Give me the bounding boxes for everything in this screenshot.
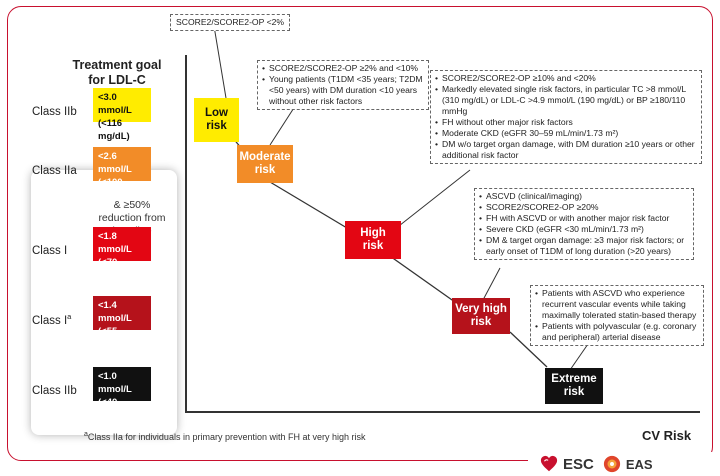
diagonal-moderate-high xyxy=(269,181,353,232)
goal-box-5: <1.0 mmol/L (<40 mg/dL) xyxy=(93,367,151,421)
criteria-item: Markedly elevated single risk factors, i… xyxy=(435,84,697,117)
criteria-high: SCORE2/SCORE2-OP ≥10% and <20%Markedly e… xyxy=(430,70,702,164)
x-axis-label: CV Risk xyxy=(642,428,692,443)
goal-value-mmol: <2.6 mmol/L xyxy=(98,151,132,175)
criteria-list: SCORE2/SCORE2-OP ≥2% and <10%Young patie… xyxy=(262,63,424,107)
criteria-item: ASCVD (clinical/imaging) xyxy=(479,191,689,202)
goal-value-mmol: <1.0 mmol/L xyxy=(98,371,132,395)
treatment-goal-title: Treatment goal for LDL-C xyxy=(72,58,162,87)
goal-box-1: <3.0 mmol/L (<116 mg/dL) xyxy=(93,88,151,142)
goal-box-3: <1.8 mmol/L (<70 mg/dL) xyxy=(93,227,151,281)
criteria-item: Young patients (T1DM <35 years; T2DM <50… xyxy=(262,74,424,107)
goal-box-4: <1.4 mmol/L (<55 mg/dL) xyxy=(93,296,151,350)
eas-logo-text: EAS xyxy=(625,456,653,472)
criteria-moderate: SCORE2/SCORE2-OP ≥2% and <10%Young patie… xyxy=(257,60,429,110)
goal-value-mmol: <1.4 mmol/L xyxy=(98,300,132,324)
criteria-list: SCORE2/SCORE2-OP ≥10% and <20%Markedly e… xyxy=(435,73,697,161)
footnote: aClass IIa for individuals in primary pr… xyxy=(84,431,366,442)
class-label-4: Class Ia xyxy=(32,312,72,327)
heart-icon xyxy=(540,455,558,472)
criteria-item: FH without other major risk factors xyxy=(435,117,697,128)
criteria-item: DM & target organ damage: ≥3 major risk … xyxy=(479,235,689,257)
connector-high xyxy=(389,169,471,234)
criteria-item: SCORE2/SCORE2-OP ≥20% xyxy=(479,202,689,213)
criteria-very-high: ASCVD (clinical/imaging)SCORE2/SCORE2-OP… xyxy=(474,188,694,260)
goal-value-mgdl: (<55 mg/dL) xyxy=(98,326,130,350)
logos: ESC EAS xyxy=(528,452,718,476)
figure-frame xyxy=(7,6,713,461)
connector-very-high xyxy=(482,267,501,301)
criteria-list: Patients with ASCVD who experience recur… xyxy=(535,288,699,343)
class-label-1: Class IIb xyxy=(32,105,77,118)
connector-low xyxy=(213,25,227,99)
class-label-5: Class IIb xyxy=(32,384,77,397)
goal-value-mgdl: (<100 mg/dL) xyxy=(98,177,130,201)
goal-value-mgdl: (<40 mg/dL) xyxy=(98,397,130,421)
goal-value-mmol: <1.8 mmol/L xyxy=(98,231,132,255)
criteria-item: DM w/o target organ damage, with DM dura… xyxy=(435,139,697,161)
esc-logo-text: ESC xyxy=(563,455,594,473)
criteria-list: ASCVD (clinical/imaging)SCORE2/SCORE2-OP… xyxy=(479,191,689,257)
goal-value-mmol: <3.0 mmol/L xyxy=(98,92,132,116)
criteria-item: Severe CKD (eGFR <30 mL/min/1.73 m²) xyxy=(479,224,689,235)
eas-flower-icon xyxy=(603,455,620,473)
criteria-item: SCORE2/SCORE2-OP ≥2% and <10% xyxy=(262,63,424,74)
criteria-item: Patients with ASCVD who experience recur… xyxy=(535,288,699,321)
y-axis-line xyxy=(185,55,187,412)
x-axis-line xyxy=(185,411,700,413)
criteria-item: FH with ASCVD or with another major risk… xyxy=(479,213,689,224)
connector-extreme xyxy=(569,343,589,371)
goal-value-mgdl: (<116 mg/dL) xyxy=(98,118,130,142)
criteria-item: SCORE2/SCORE2-OP <2% xyxy=(176,17,285,27)
criteria-item: Moderate CKD (eGFR 30–59 mL/min/1.73 m²) xyxy=(435,128,697,139)
class-label-3: Class I xyxy=(32,244,68,257)
criteria-item: Patients with polyvascular (e.g. coronar… xyxy=(535,321,699,343)
criteria-item: SCORE2/SCORE2-OP ≥10% and <20% xyxy=(435,73,697,84)
goal-value-mgdl: (<70 mg/dL) xyxy=(98,257,130,281)
diagonal-high-very-high xyxy=(386,253,463,308)
class-label-2: Class IIa xyxy=(32,164,77,177)
goal-box-2: <2.6 mmol/L (<100 mg/dL) xyxy=(93,147,151,201)
criteria-extreme: Patients with ASCVD who experience recur… xyxy=(530,285,704,346)
criteria-low: SCORE2/SCORE2-OP <2% xyxy=(170,14,291,31)
diagonal-very-high-extreme xyxy=(509,331,548,368)
